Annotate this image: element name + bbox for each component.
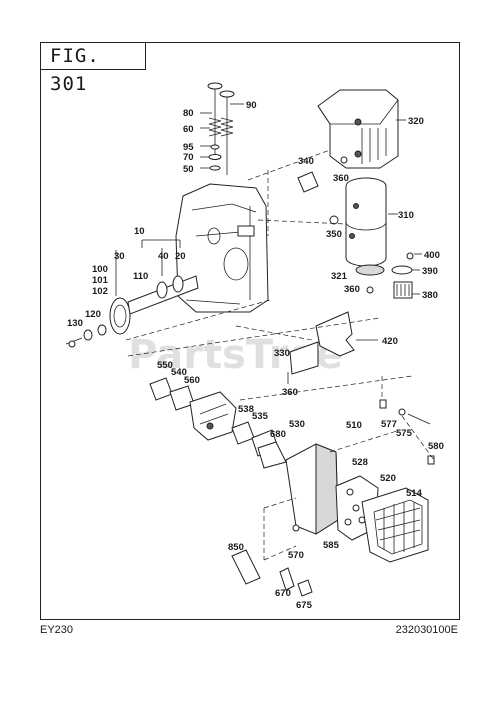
- callout-535: 535: [252, 411, 269, 422]
- callout-510: 510: [346, 420, 362, 431]
- air-cleaner-cover: [317, 89, 399, 169]
- callout-420: 420: [382, 336, 398, 347]
- callout-310: 310: [398, 210, 414, 221]
- figure-title: FIG. 301: [40, 42, 146, 95]
- callout-360-top: 360: [333, 173, 349, 184]
- callout-680: 680: [270, 429, 286, 440]
- callout-labels: 90 80 60 95 70 50 10 30 40 20 100 101 10…: [67, 100, 444, 611]
- muffler-assembly: [285, 443, 429, 563]
- callout-520: 520: [380, 473, 396, 484]
- callout-330: 330: [274, 348, 290, 359]
- callout-350: 350: [326, 229, 342, 240]
- callout-675: 675: [296, 600, 313, 611]
- document-number: 232030100E: [395, 624, 458, 636]
- model-label: EY230: [40, 624, 74, 636]
- callout-580: 580: [428, 441, 444, 452]
- callout-90: 90: [246, 100, 257, 111]
- callout-585: 585: [323, 540, 340, 551]
- callout-30: 30: [114, 251, 125, 262]
- valve-assembly: [207, 82, 235, 175]
- callout-400: 400: [424, 250, 440, 261]
- assembly-guide-lines: [125, 149, 435, 561]
- callout-101: 101: [92, 275, 109, 286]
- callout-70: 70: [183, 152, 194, 163]
- callout-50: 50: [183, 164, 194, 175]
- callout-550: 550: [157, 360, 173, 371]
- callout-20: 20: [175, 251, 186, 262]
- callout-575: 575: [396, 428, 413, 439]
- muffler-bolts: [379, 399, 435, 465]
- callout-leaders: [115, 103, 422, 341]
- callout-390: 390: [422, 266, 438, 277]
- diagram-frame: [40, 42, 460, 620]
- carburetor-assembly: [149, 377, 287, 469]
- camshaft-assembly: [65, 275, 199, 348]
- callout-10: 10: [134, 226, 145, 237]
- callout-530: 530: [289, 419, 305, 430]
- callout-40: 40: [158, 251, 169, 262]
- callout-360-mid: 360: [344, 284, 360, 295]
- callout-560: 560: [184, 375, 200, 386]
- callout-320: 320: [408, 116, 424, 127]
- callout-120: 120: [85, 309, 101, 320]
- callout-850: 850: [228, 542, 244, 553]
- fastener-parts: [297, 156, 414, 299]
- callout-100: 100: [92, 264, 108, 275]
- callout-514: 514: [406, 488, 423, 499]
- callout-60: 60: [183, 124, 194, 135]
- callout-110: 110: [133, 271, 148, 282]
- callout-570: 570: [288, 550, 304, 561]
- callout-670: 670: [275, 588, 291, 599]
- callout-95: 95: [183, 142, 194, 153]
- callout-80: 80: [183, 108, 194, 119]
- callout-538: 538: [238, 404, 254, 415]
- pin-and-clip: [231, 549, 313, 597]
- callout-577: 577: [381, 419, 397, 430]
- callout-540: 540: [171, 367, 187, 378]
- callout-340: 340: [298, 156, 314, 167]
- callout-321: 321: [331, 271, 348, 282]
- crankcase-block: [175, 183, 269, 313]
- callout-102: 102: [92, 286, 108, 297]
- callout-528: 528: [352, 457, 368, 468]
- callout-360-low: 360: [282, 387, 298, 398]
- callout-380: 380: [422, 290, 438, 301]
- callout-130: 130: [67, 318, 83, 329]
- air-cleaner-element: [345, 177, 387, 276]
